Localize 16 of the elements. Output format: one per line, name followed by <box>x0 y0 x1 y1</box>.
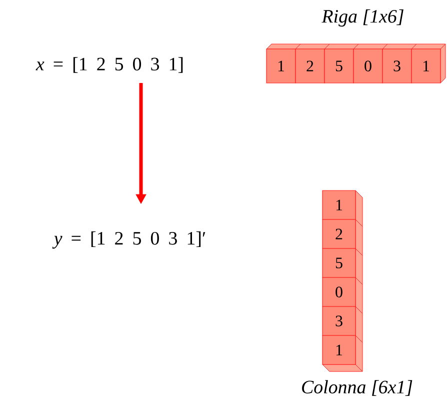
cube: 0 <box>322 277 363 314</box>
formula: x = [1 2 5 0 3 1] <box>36 57 183 73</box>
cube: 1 <box>322 335 363 372</box>
cube: 5 <box>322 248 363 285</box>
cube: 1 <box>411 44 446 84</box>
cube: 3 <box>322 306 363 343</box>
cube: 2 <box>295 44 330 84</box>
cube: 1 <box>322 190 363 227</box>
cube: 5 <box>324 44 359 84</box>
cube: 3 <box>382 44 417 84</box>
caption: Colonna [6x1] <box>302 380 412 396</box>
cube: 0 <box>353 44 388 84</box>
caption: Riga [1x6] <box>322 9 404 27</box>
cube: 1 <box>266 44 301 84</box>
formula: y = [1 2 5 0 3 1]′ <box>52 231 206 249</box>
cube: 2 <box>322 219 363 256</box>
